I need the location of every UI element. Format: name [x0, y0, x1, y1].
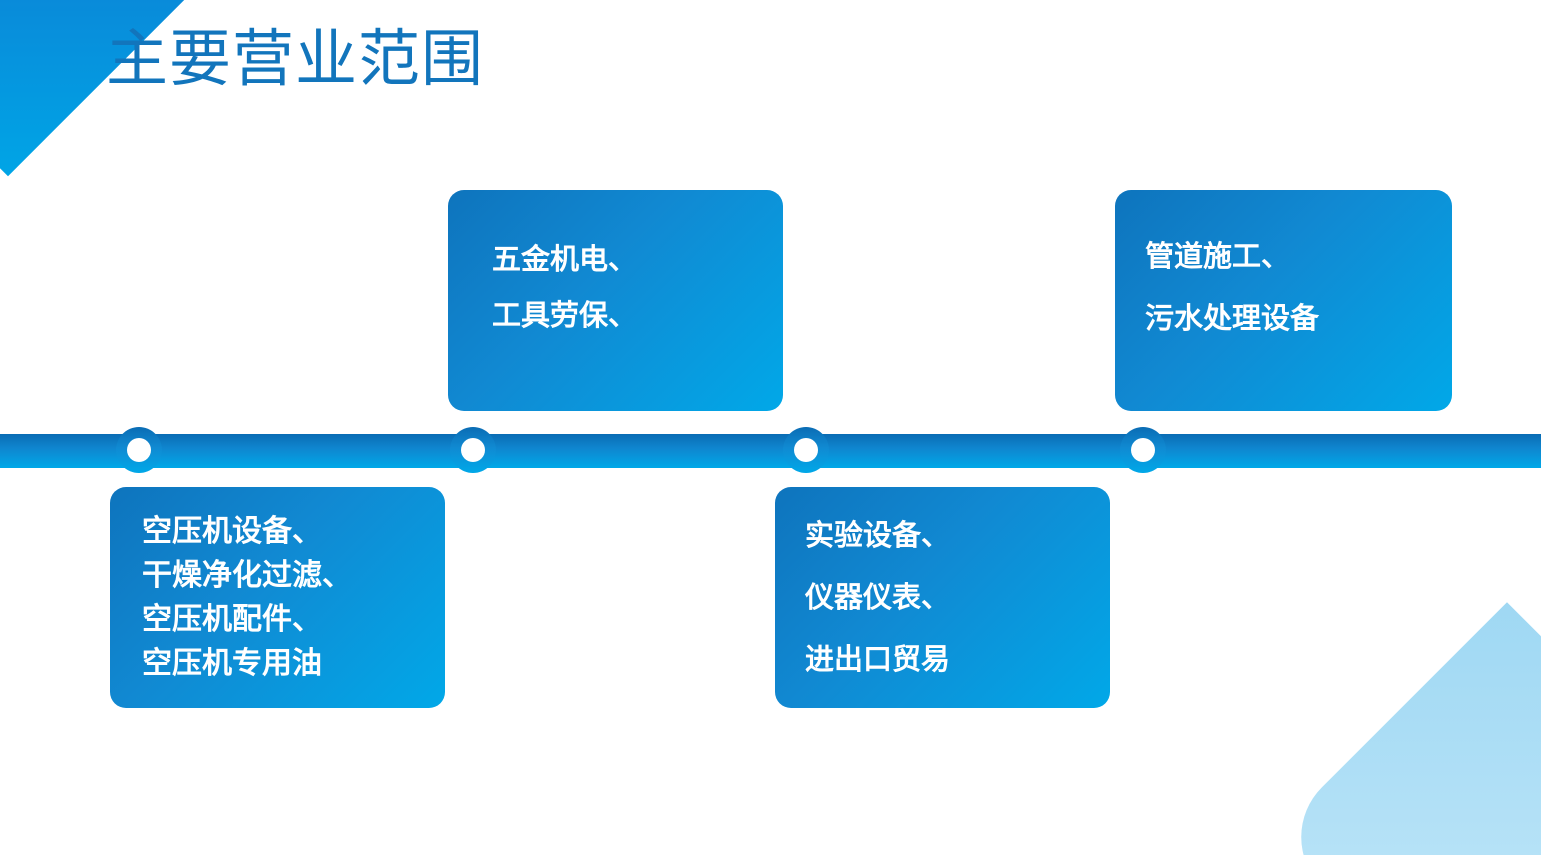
- scope-card-1-line-4: 空压机专用油: [142, 646, 322, 680]
- scope-card-1[interactable]: 空压机设备、 干燥净化过滤、 空压机配件、 空压机专用油: [110, 487, 445, 708]
- page-title: 主要营业范围: [106, 25, 485, 94]
- scope-card-2[interactable]: 五金机电、 工具劳保、: [448, 190, 783, 411]
- scope-card-1-text: 空压机设备、 干燥净化过滤、 空压机配件、 空压机专用油: [142, 510, 445, 686]
- timeline-node-3[interactable]: [783, 427, 829, 473]
- timeline-bar: [0, 434, 1541, 468]
- scope-card-4-text: 管道施工、 污水处理设备: [1145, 226, 1452, 350]
- bottom-right-decorative-shape: [1272, 602, 1541, 855]
- timeline-node-1[interactable]: [116, 427, 162, 473]
- timeline-node-4[interactable]: [1120, 427, 1166, 473]
- scope-card-3[interactable]: 实验设备、 仪器仪表、 进出口贸易: [775, 487, 1110, 708]
- scope-card-4-line-2: 污水处理设备: [1145, 303, 1320, 335]
- scope-card-2-text: 五金机电、 工具劳保、: [492, 232, 783, 344]
- scope-card-2-line-1: 五金机电、: [492, 244, 638, 276]
- scope-card-1-line-2: 干燥净化过滤、: [142, 558, 352, 592]
- scope-card-1-line-1: 空压机设备、: [142, 514, 322, 548]
- scope-card-4-line-1: 管道施工、: [1145, 241, 1291, 273]
- scope-card-2-line-2: 工具劳保、: [492, 300, 638, 332]
- scope-card-3-line-2: 仪器仪表、: [805, 581, 951, 614]
- scope-card-1-line-3: 空压机配件、: [142, 602, 322, 636]
- scope-card-3-line-1: 实验设备、: [805, 519, 951, 552]
- scope-card-3-line-3: 进出口贸易: [805, 643, 951, 676]
- timeline-node-2[interactable]: [450, 427, 496, 473]
- scope-card-4[interactable]: 管道施工、 污水处理设备: [1115, 190, 1452, 411]
- scope-card-3-text: 实验设备、 仪器仪表、 进出口贸易: [805, 505, 1110, 691]
